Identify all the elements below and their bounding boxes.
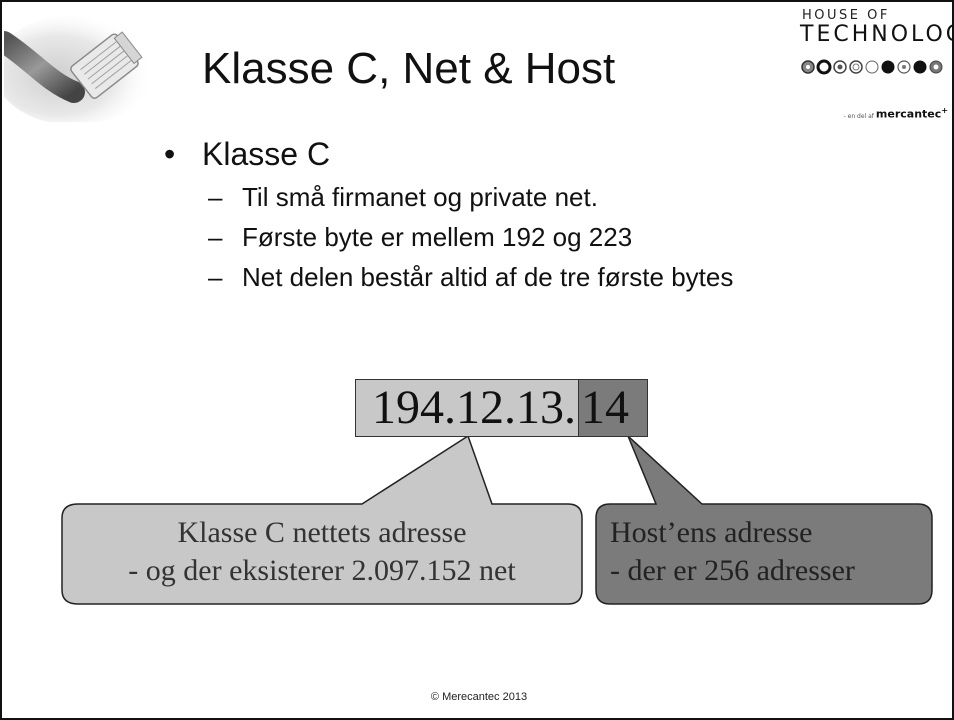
host-callout-line-2: - der er 256 adresser [610,554,855,587]
sub-bullet: –Net delen består altid af de tre første… [208,262,734,292]
host-callout: Host’ens adresse - der er 256 adresser [610,514,855,590]
net-callout: Klasse C nettets adresse - og der eksist… [68,514,576,590]
logo-tagline-prefix: - en del af [843,112,874,120]
ip-address: 194.12.13.14 [355,379,648,437]
net-callout-line-2: - og der eksisterer 2.097.152 net [128,554,516,587]
sub-bullet-text: Til små firmanet og private net. [242,182,598,212]
ethernet-cable-icon [4,15,154,122]
sub-bullet-text: Første byte er mellem 192 og 223 [242,222,633,252]
house-of-technology-logo: HOUSE OF TECHNOLOGY - en del afmercantec… [792,6,952,124]
logo-line-1: HOUSE OF [802,8,890,23]
host-callout-shape [595,435,933,605]
sub-bullet: –Til små firmanet og private net. [208,182,598,212]
bullet-list: •Klasse C –Til små firmanet og private n… [162,136,733,293]
net-callout-shape [61,434,583,605]
slide-title: Klasse C, Net & Host [202,44,616,93]
logo-dots-icon [801,59,943,75]
logo-brand: mercantec [875,107,942,121]
ip-net-part: 194.12.13. [356,380,578,436]
sub-bullet-text: Net delen består altid af de tre første … [242,262,734,292]
logo-line-2: TECHNOLOGY [800,22,952,47]
footer-copyright: © Merecantec 2013 [430,691,528,703]
bullet-main-text: Klasse C [202,136,331,172]
host-callout-line-1: Host’ens adresse [610,516,813,549]
ip-host-part: 14 [578,380,647,436]
bullet-main: •Klasse C [164,136,331,172]
sub-bullet: –Første byte er mellem 192 og 223 [208,222,633,252]
net-callout-line-1: Klasse C nettets adresse [177,516,467,549]
